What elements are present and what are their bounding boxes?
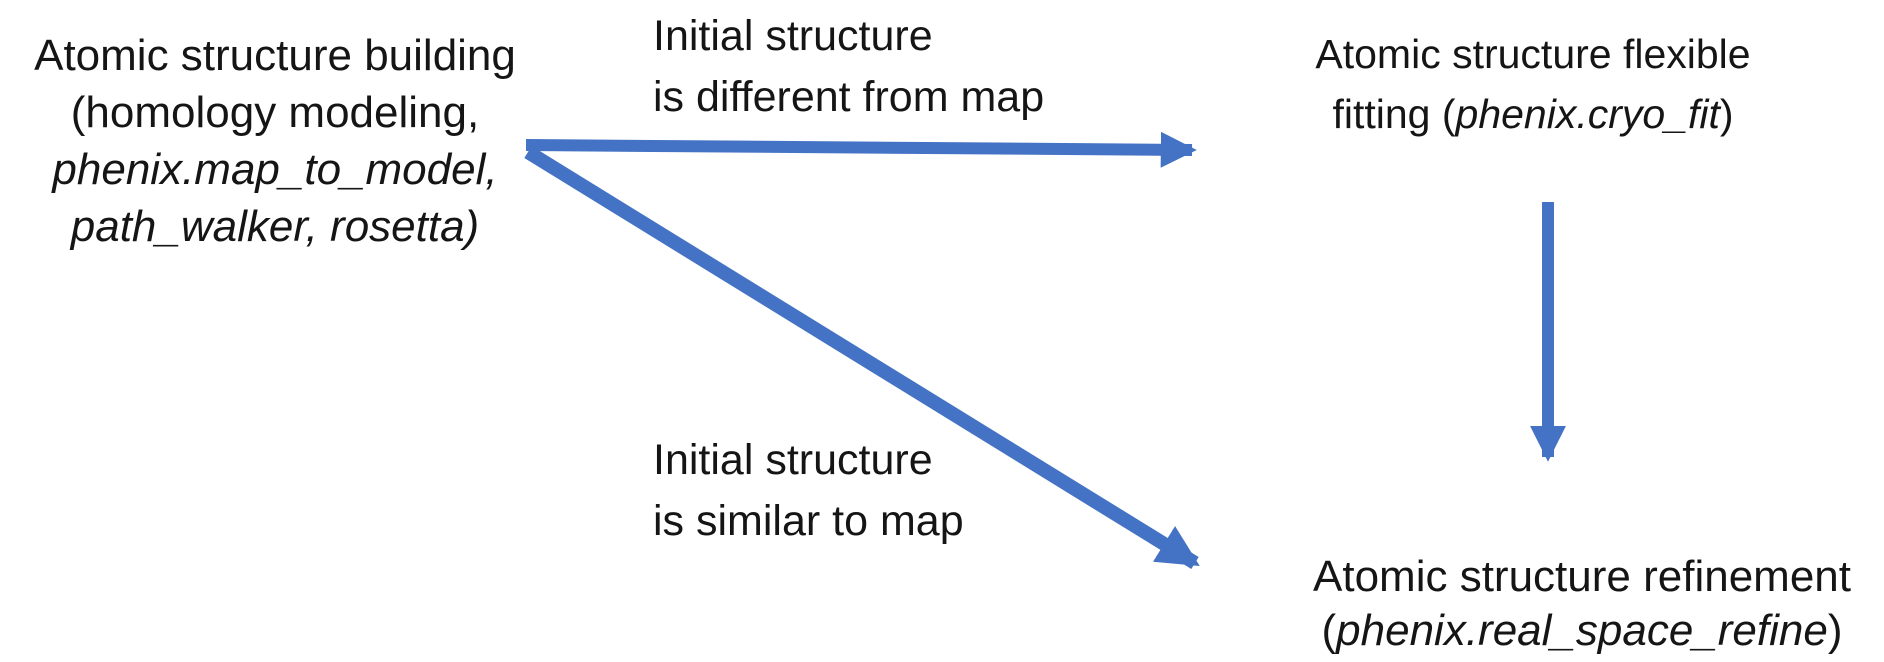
edge-label-initial-similar: Initial structure is similar to map [653, 430, 964, 552]
edge-label-initial-different: Initial structure is different from map [653, 6, 1044, 128]
node-flexible-fitting: Atomic structure flexible fitting (pheni… [1243, 24, 1823, 144]
edge-label-line: Initial structure [653, 436, 933, 484]
node-line-post: ) [1827, 606, 1843, 655]
edge-label-line: is similar to map [653, 497, 964, 545]
node-line-pre: ( [1321, 606, 1337, 655]
node-structure-refinement: Atomic structure refinement (phenix.real… [1280, 550, 1884, 658]
node-line: Atomic structure building [34, 31, 516, 80]
node-line: Atomic structure refinement [1313, 552, 1851, 601]
arrow-building-to-refinement [524, 146, 1200, 569]
node-line-tool: phenix.map_to_model, [52, 145, 498, 194]
node-line: Atomic structure flexible [1315, 31, 1751, 77]
node-line: (homology modeling, [70, 88, 480, 137]
node-line-pre: fitting ( [1332, 91, 1456, 137]
node-line: (phenix.real_space_refine) [1280, 604, 1884, 658]
edge-label-line: is different from map [653, 73, 1045, 121]
node-structure-building: Atomic structure building (homology mode… [5, 27, 545, 255]
node-line: fitting (phenix.cryo_fit) [1243, 84, 1823, 144]
node-line-tool: phenix.cryo_fit [1455, 91, 1720, 137]
node-line-tool: path_walker, rosetta) [70, 202, 480, 251]
node-line-tool: phenix.real_space_refine [1336, 606, 1828, 655]
arrow-building-to-fitting [525, 131, 1197, 168]
edge-label-line: Initial structure [653, 12, 933, 60]
node-line-post: ) [1719, 91, 1734, 137]
